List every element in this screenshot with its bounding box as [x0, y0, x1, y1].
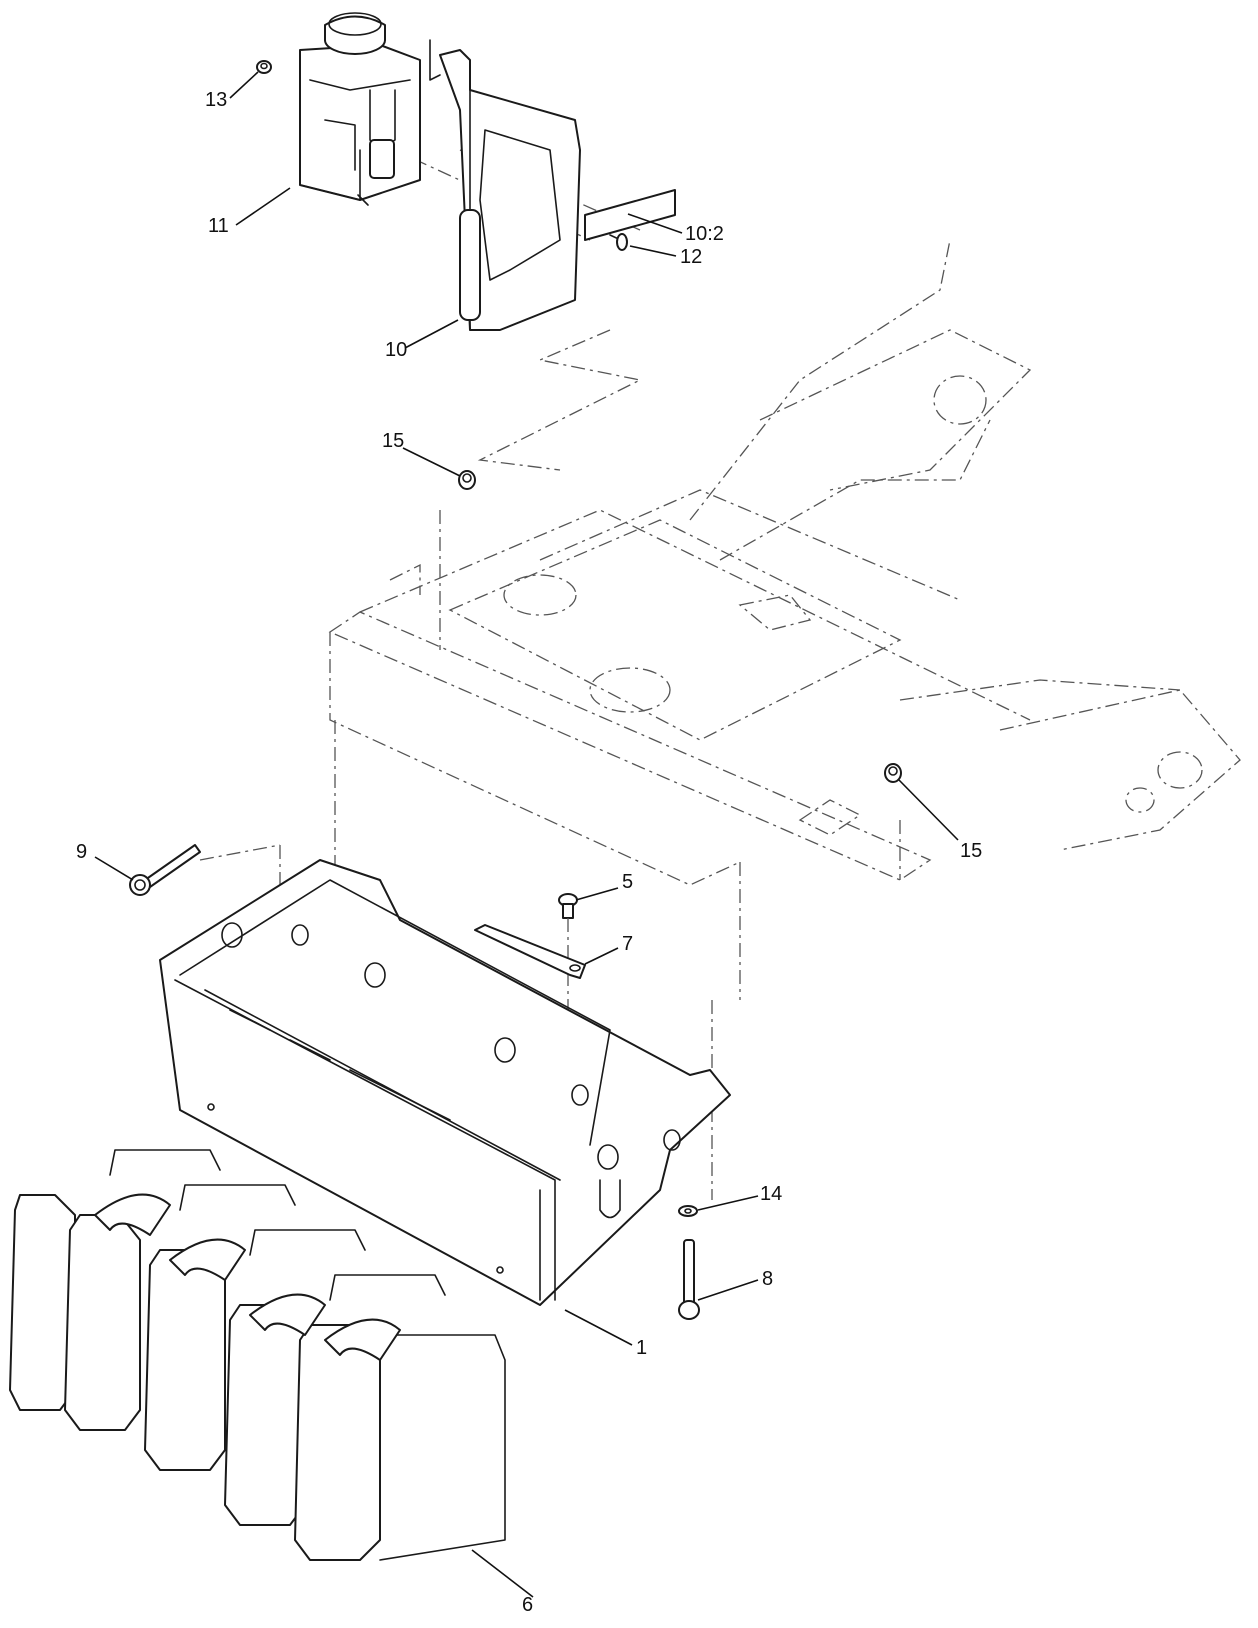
vertical-bolt [678, 1239, 700, 1320]
long-bolt [129, 844, 201, 896]
callout-13: 13 [205, 89, 227, 111]
callout-10: 10 [385, 339, 407, 361]
callout-12: 12 [680, 246, 702, 268]
callout-15-right: 15 [960, 840, 982, 862]
leader-lines [94, 71, 959, 1598]
weight-bracket [159, 859, 731, 1306]
phantom-frame [328, 239, 1241, 1000]
callout-11: 11 [208, 215, 229, 237]
callout-labels: 13 11 10:2 12 10 15 15 9 5 7 14 8 1 6 [76, 89, 982, 1616]
callout-5: 5 [622, 871, 633, 893]
callout-1: 1 [636, 1337, 647, 1359]
flange-nut-left [458, 470, 476, 490]
rivet [609, 233, 628, 251]
suitcase-weights [9, 1149, 506, 1561]
coolant-reservoir [299, 12, 421, 206]
callout-9: 9 [76, 841, 87, 863]
callout-14: 14 [760, 1183, 782, 1205]
flange-nut-right [884, 763, 902, 783]
clip-plate [474, 924, 586, 979]
mounting-bracket [429, 39, 581, 331]
small-nut [256, 60, 272, 74]
callout-15-left: 15 [382, 430, 404, 452]
callout-6: 6 [522, 1594, 533, 1616]
washer [678, 1205, 698, 1217]
callout-7: 7 [622, 933, 633, 955]
callout-10-2: 10:2 [685, 223, 724, 245]
callout-8: 8 [762, 1268, 773, 1290]
